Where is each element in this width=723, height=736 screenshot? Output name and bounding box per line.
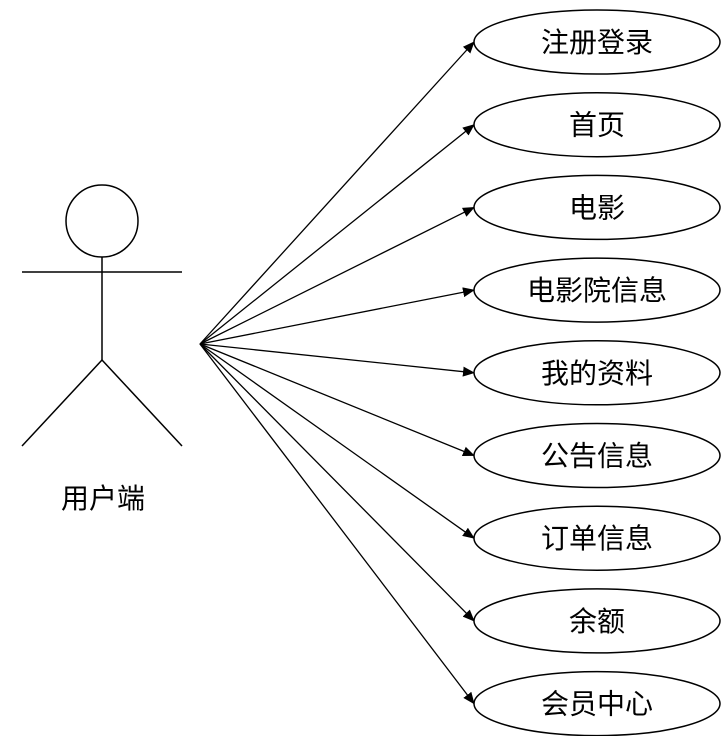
use-case-5: 我的资料	[473, 340, 721, 406]
use-case-6: 公告信息	[473, 422, 721, 489]
use-case-ellipse	[473, 588, 721, 654]
actor-head	[65, 184, 139, 258]
use-case-label: 我的资料	[541, 357, 653, 390]
actor-right-leg	[101, 359, 183, 447]
use-case-8: 余额	[473, 588, 721, 654]
use-case-ellipse	[473, 340, 721, 406]
association-arrow	[199, 287, 475, 345]
use-case-label: 电影	[569, 191, 625, 224]
association-arrow	[199, 343, 475, 539]
use-case-label: 首页	[569, 109, 625, 142]
association-arrow	[199, 343, 475, 705]
use-case-label: 公告信息	[541, 440, 653, 473]
association-arrow	[199, 41, 475, 345]
use-case-label: 会员中心	[541, 688, 653, 721]
association-arrow	[199, 124, 475, 345]
association-arrow	[199, 343, 475, 622]
association-arrow	[199, 343, 475, 457]
use-case-4: 电影院信息	[473, 257, 721, 323]
use-case-label: 订单信息	[541, 522, 653, 555]
association-arrows	[199, 41, 475, 705]
actor: 用户端	[21, 184, 183, 515]
use-case-ellipse	[473, 174, 721, 241]
association-arrow	[199, 206, 475, 345]
use-case-label: 注册登录	[541, 26, 653, 59]
use-case-label: 电影院信息	[527, 274, 667, 307]
use-case-ellipse	[473, 422, 721, 489]
use-case-label: 余额	[569, 605, 625, 638]
use-case-ellipse	[473, 505, 721, 571]
use-case-2: 首页	[473, 91, 721, 158]
use-case-ellipse	[473, 9, 721, 75]
use-case-ellipse	[473, 257, 721, 323]
association-arrow	[199, 343, 475, 377]
actor-left-leg	[21, 359, 103, 447]
use-case-7: 订单信息	[473, 505, 721, 571]
use-case-9: 会员中心	[473, 670, 721, 736]
use-case-ellipse	[473, 91, 721, 158]
use-case-3: 电影	[473, 174, 721, 241]
actor-label: 用户端	[61, 482, 145, 515]
use-case-1: 注册登录	[473, 9, 721, 75]
